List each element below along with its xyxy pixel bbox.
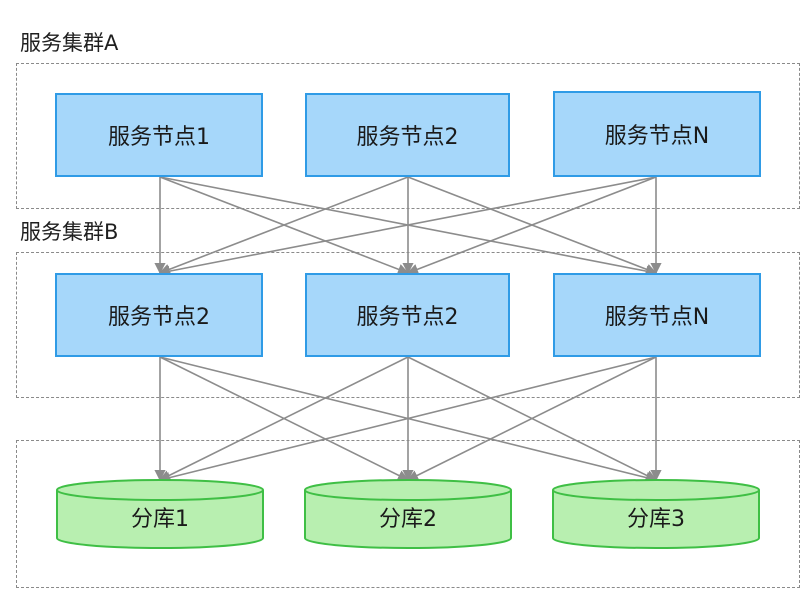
cluster-b-node-n[interactable]: 服务节点N bbox=[553, 273, 761, 357]
cluster-a-node-2[interactable]: 服务节点2 bbox=[305, 93, 510, 177]
database-3-icon[interactable] bbox=[552, 479, 760, 549]
cluster-a-node-n[interactable]: 服务节点N bbox=[553, 91, 761, 177]
cluster-b-title: 服务集群B bbox=[20, 220, 119, 244]
cluster-a-node-1[interactable]: 服务节点1 bbox=[55, 93, 263, 177]
database-1-label: 分库1 bbox=[131, 507, 189, 532]
database-3-label: 分库3 bbox=[627, 507, 685, 532]
cluster-b-node-2[interactable]: 服务节点2 bbox=[305, 273, 510, 357]
database-1-icon[interactable] bbox=[56, 479, 264, 549]
cluster-a-title: 服务集群A bbox=[20, 31, 119, 55]
database-2-icon[interactable] bbox=[304, 479, 512, 549]
cluster-b-node-1[interactable]: 服务节点2 bbox=[55, 273, 263, 357]
database-2-label: 分库2 bbox=[379, 507, 437, 532]
